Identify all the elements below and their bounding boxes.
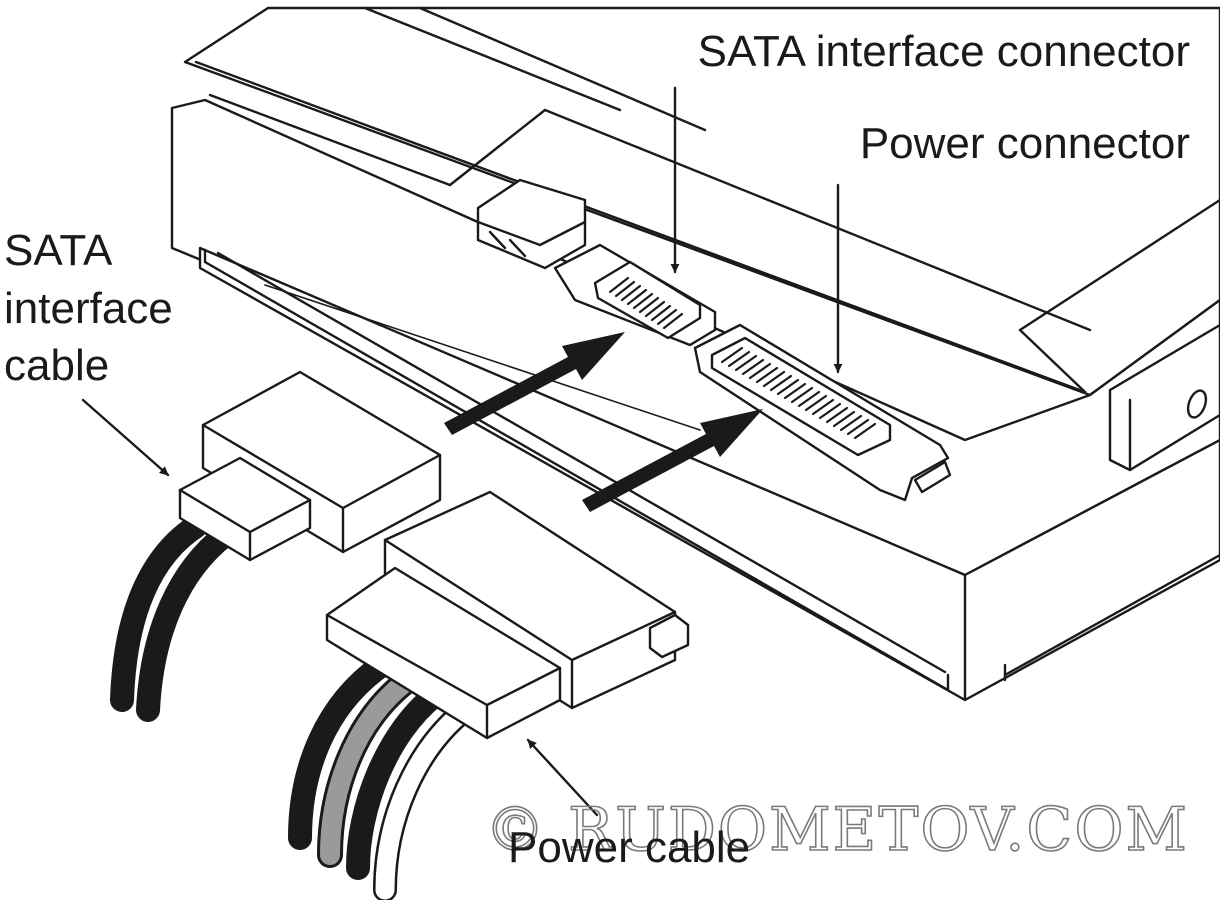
screw-hole-icon bbox=[1186, 389, 1208, 419]
drive-top-cover bbox=[183, 6, 1220, 397]
power-wire-black bbox=[288, 653, 394, 850]
sata-cable-plug bbox=[178, 370, 442, 562]
insertion-arrows bbox=[444, 332, 763, 512]
sata-interface-pins bbox=[608, 276, 684, 330]
label-sata-cable-line1: SATA bbox=[4, 226, 113, 275]
label-sata-cable-line2: interface bbox=[4, 284, 173, 333]
power-connector-pins bbox=[720, 346, 877, 440]
label-power-cable: Power cable bbox=[508, 823, 750, 872]
power-wire-black bbox=[346, 683, 447, 880]
watermark-text: © RUDOMETOV.COM bbox=[485, 795, 1189, 865]
sata-cable-wire bbox=[136, 523, 237, 722]
label-sata-interface-connector: SATA interface connector bbox=[698, 27, 1190, 76]
label-power-connector: Power connector bbox=[860, 119, 1190, 168]
callout-arrows bbox=[81, 86, 843, 817]
sata-cable-callout-arrow-icon bbox=[81, 398, 170, 477]
power-insert-arrow-icon bbox=[582, 409, 763, 512]
power-connector bbox=[693, 323, 952, 502]
power-cable-plug bbox=[325, 490, 690, 740]
sata-interface-cable bbox=[110, 370, 442, 722]
labels: SATA interface connector Power connector… bbox=[4, 27, 1190, 872]
label-sata-cable-line3: cable bbox=[4, 341, 109, 390]
power-cable bbox=[288, 490, 690, 900]
sata-insert-arrow-icon bbox=[444, 332, 625, 435]
power-cable-callout-arrow-icon bbox=[526, 738, 599, 817]
drive-side-bracket bbox=[1108, 323, 1220, 472]
sata-interface-connector bbox=[553, 243, 717, 347]
sata-cable-wire bbox=[110, 513, 210, 712]
